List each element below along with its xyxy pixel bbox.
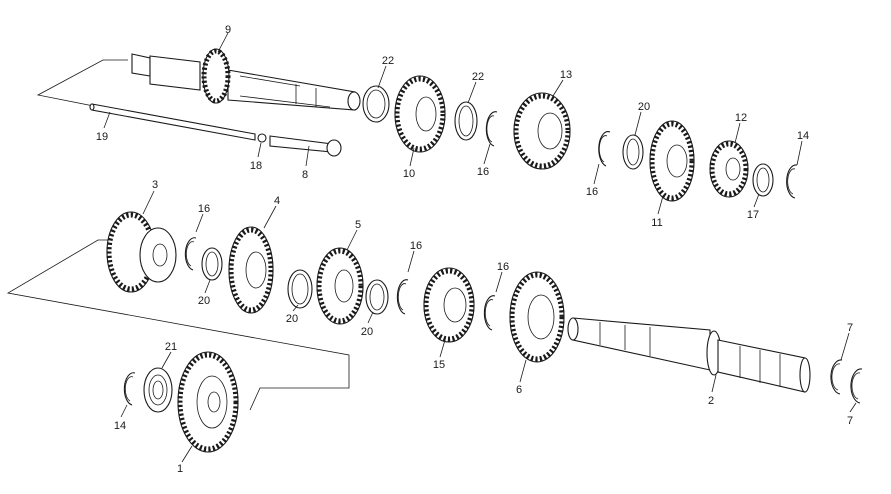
callout-7: 7 [847,322,853,334]
callout-14: 14 [797,130,809,142]
callout-19: 19 [96,131,108,143]
callout-20: 20 [638,101,650,113]
callout-5: 5 [355,219,361,231]
callout-16: 16 [497,261,509,273]
gear-4 [228,226,274,314]
gear-13 [513,92,571,170]
circlip-7b [850,368,863,404]
washer-20a [622,134,644,170]
callout-13: 13 [560,69,572,81]
circlip-16a [485,111,498,147]
callout-20: 20 [286,313,298,325]
callout-3: 3 [152,179,158,191]
callout-15: 15 [433,359,445,371]
gear-11 [649,120,695,202]
gear-5 [316,247,364,325]
circlip-16c [184,237,197,271]
primary-shaft [131,48,361,111]
washer-20b [201,247,223,281]
callout-14: 14 [114,420,126,432]
bearing-21 [143,367,173,413]
washer-20d [365,279,389,315]
gear-10 [394,75,446,153]
circlip-7a [830,359,843,395]
callout-16: 16 [198,203,210,215]
callout-2: 2 [708,395,714,407]
washer-20c [287,269,313,309]
callout-12: 12 [735,112,747,124]
callout-22: 22 [382,55,394,67]
gear-6 [509,271,565,363]
washer-17 [752,163,774,197]
circlip-14a [786,164,798,199]
callout-16: 16 [410,240,422,252]
washer-22b [454,101,478,141]
callout-21: 21 [165,341,177,353]
callout-7: 7 [847,415,853,427]
circlip-14b [123,372,136,406]
callout-11: 11 [651,217,662,229]
gear-1 [177,351,239,453]
callout-10: 10 [403,168,415,180]
callout-18: 18 [250,160,262,172]
pin [269,135,342,157]
callout-16: 16 [477,166,489,178]
leader-lines [103,32,857,463]
washer-22a [362,85,390,123]
circlip-16e [483,295,496,331]
lower-guide-lines [6,239,350,411]
callout-17: 17 [747,209,759,221]
callout-6: 6 [516,384,522,396]
callout-20: 20 [198,295,210,307]
circlip-16d [396,279,409,315]
selector-rod [89,103,256,141]
callout-22: 22 [472,71,484,83]
gear-15 [423,267,475,343]
detent-ball [257,133,267,143]
circlip-16b [598,131,611,167]
callout-1: 1 [177,463,183,475]
gear-3 [106,211,177,293]
callout-8: 8 [302,169,308,181]
gear-12 [709,140,749,198]
callout-20: 20 [361,326,373,338]
output-shaft [567,317,811,393]
callout-16: 16 [586,186,598,198]
callout-9: 9 [225,24,231,36]
callout-numbers: 9 22 22 13 20 12 14 19 18 8 10 16 16 11 … [96,24,853,475]
callout-4: 4 [274,195,280,207]
